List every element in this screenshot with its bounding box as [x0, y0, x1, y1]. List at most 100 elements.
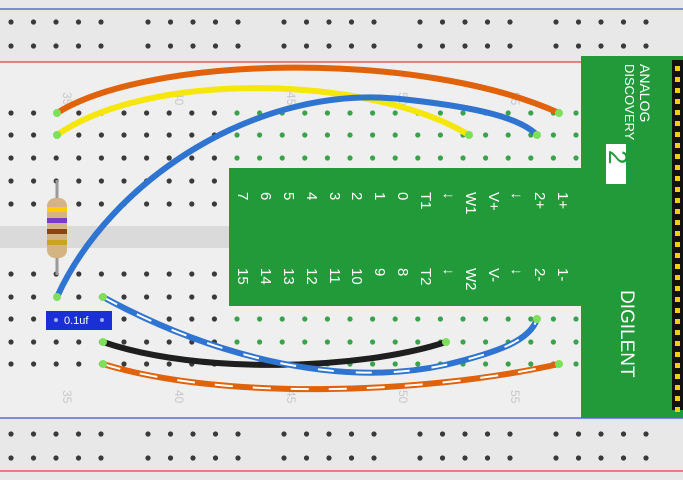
- hole: [281, 455, 287, 461]
- row-number: 55: [508, 390, 522, 404]
- pin-label: 9: [371, 268, 388, 276]
- hole: [620, 431, 627, 437]
- hole: [8, 19, 14, 25]
- pin-label: 7: [234, 192, 251, 200]
- hole: [76, 132, 82, 138]
- hole: [302, 132, 308, 138]
- hole: [145, 455, 151, 461]
- pin-label: 2-: [531, 268, 548, 281]
- pin-label: 0: [394, 192, 411, 200]
- hole: [573, 155, 579, 161]
- header-pin: [675, 220, 680, 225]
- hole: [437, 110, 443, 116]
- pin-label: W2: [462, 268, 479, 291]
- capacitor[interactable]: 0.1uf: [46, 311, 112, 330]
- hole: [8, 431, 14, 437]
- endpoint: [555, 109, 563, 117]
- hole: [30, 201, 37, 207]
- hole: [144, 294, 150, 300]
- pin-label: W1: [462, 192, 479, 215]
- row-number: 45: [284, 390, 298, 404]
- hole: [145, 43, 151, 49]
- resistor[interactable]: [47, 180, 67, 275]
- hole: [437, 155, 443, 161]
- hole: [98, 178, 104, 184]
- endpoint: [53, 109, 61, 117]
- header-pin: [675, 154, 680, 159]
- hole: [121, 155, 127, 161]
- hole: [484, 43, 491, 49]
- pin-label: T2: [417, 268, 434, 286]
- hole: [528, 110, 534, 116]
- hole: [211, 271, 217, 277]
- hole: [98, 43, 104, 49]
- hole: [166, 294, 172, 300]
- header-pin: [675, 363, 680, 368]
- hole: [553, 431, 559, 437]
- brand-discovery: DISCOVERY: [622, 64, 637, 141]
- hole: [507, 455, 513, 461]
- capacitor-lead: [54, 318, 58, 322]
- hole: [189, 271, 195, 277]
- endpoint: [465, 131, 473, 139]
- wire-yellow[interactable]: [54, 85, 472, 138]
- hole: [528, 316, 534, 322]
- hole: [211, 316, 217, 322]
- wire-blue-long[interactable]: [54, 94, 540, 300]
- brand-analog: ANALOG: [637, 64, 653, 122]
- hole: [8, 271, 14, 277]
- hole: [324, 316, 330, 322]
- hole: [76, 178, 82, 184]
- hole: [484, 19, 491, 25]
- pin-label: ↓: [508, 192, 525, 200]
- hole: [30, 19, 37, 25]
- hole: [507, 431, 513, 437]
- hole: [235, 431, 241, 437]
- hole: [212, 19, 219, 25]
- hole: [8, 294, 14, 300]
- hole: [462, 455, 468, 461]
- hole: [392, 316, 398, 322]
- hole: [460, 339, 466, 345]
- hole: [483, 155, 489, 161]
- wire-orange-top[interactable]: [54, 64, 562, 116]
- hole: [30, 271, 37, 277]
- hole: [484, 431, 491, 437]
- hole: [415, 316, 421, 322]
- hole: [166, 316, 172, 322]
- hole: [528, 361, 534, 367]
- hole: [575, 19, 582, 25]
- hole: [76, 110, 82, 116]
- hole: [643, 455, 649, 461]
- hole: [30, 294, 37, 300]
- endpoint: [533, 131, 541, 139]
- bottom-power-rail: [0, 418, 683, 480]
- endpoint: [53, 293, 61, 301]
- hole: [235, 43, 241, 49]
- pin-label: 1-: [554, 268, 571, 281]
- hole: [98, 431, 104, 437]
- header-pin: [675, 209, 680, 214]
- hole: [324, 110, 330, 116]
- header-pin: [675, 66, 680, 71]
- pin-label: 15: [234, 268, 251, 285]
- hole: [370, 339, 376, 345]
- pin-label: V+: [485, 192, 502, 211]
- hole: [573, 361, 579, 367]
- hole: [505, 316, 511, 322]
- hole: [98, 271, 104, 277]
- hole: [550, 316, 557, 322]
- hole: [235, 19, 241, 25]
- hole: [417, 43, 423, 49]
- hole: [8, 339, 14, 345]
- hole: [643, 43, 649, 49]
- hole: [30, 155, 37, 161]
- hole: [190, 43, 196, 49]
- hole: [212, 43, 219, 49]
- capacitor-label: 0.1uf: [64, 315, 89, 327]
- hole: [53, 155, 59, 161]
- hole: [550, 339, 557, 345]
- endpoint: [442, 338, 450, 346]
- row-number: 40: [172, 390, 186, 404]
